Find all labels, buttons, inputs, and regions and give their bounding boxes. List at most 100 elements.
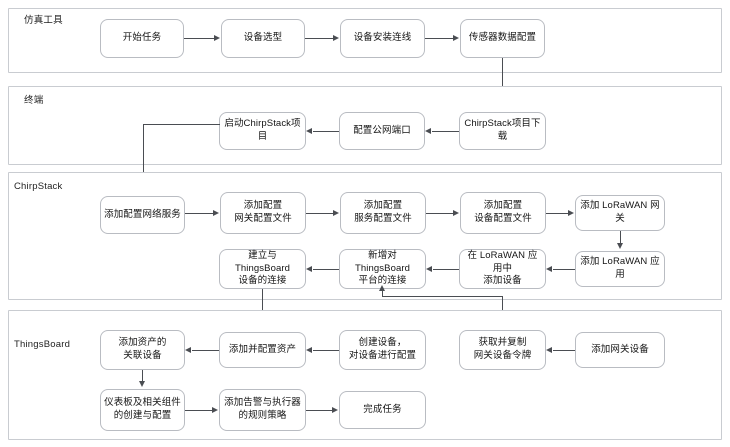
- node-add-device-in-lorawan-app[interactable]: 在 LoRaWAN 应用中 添加设备: [459, 249, 546, 289]
- node-label-line2: 对设备进行配置: [348, 350, 417, 361]
- node-add-network-server-config[interactable]: 添加配置网络服务: [100, 196, 185, 234]
- connector-n5-n8-horizontal: [143, 124, 220, 126]
- node-label-line1: 获取并复制: [478, 337, 527, 349]
- node-label: 传感器数据配置: [468, 32, 537, 44]
- arrowhead-n1-n2: [214, 35, 220, 41]
- connector-n23-n24: [306, 410, 332, 412]
- arrowhead-n15-n16: [306, 266, 312, 272]
- node-add-lorawan-application[interactable]: 添加 LoRaWAN 应用: [575, 251, 665, 287]
- node-chirpstack-project-download[interactable]: ChirpStack项目下载: [459, 112, 546, 150]
- connector-n20-n21: [192, 350, 219, 352]
- connector-n18-n15-v2: [382, 291, 384, 297]
- connector-n14-n15: [433, 269, 459, 271]
- node-add-alarm-actuator-rules[interactable]: 添加告警与执行器 的规则策略: [219, 389, 306, 431]
- node-start-chirpstack-project[interactable]: 启动ChirpStack项目: [219, 112, 306, 150]
- node-label: 添加 LoRaWAN 网关: [580, 200, 660, 224]
- arrowhead-n21-n22: [139, 381, 145, 387]
- connector-n18-n15-h: [382, 296, 503, 298]
- arrowhead-n13-n14: [546, 266, 552, 272]
- node-add-thingsboard-platform-connection[interactable]: 新增对ThingsBoard 平台的连接: [339, 249, 426, 289]
- connector-n6-n5: [313, 131, 339, 133]
- node-label-line1: 添加资产的: [118, 337, 167, 349]
- connector-n10-n11: [426, 213, 453, 215]
- node-label: 添加 LoRaWAN 应用: [580, 256, 660, 280]
- arrowhead-n2-n3: [333, 35, 339, 41]
- node-label-line2: 网关设备令牌: [473, 350, 532, 361]
- node-label: 开始任务: [122, 32, 162, 44]
- connector-n1-n2: [184, 38, 214, 40]
- node-label-line2: 关联设备: [123, 350, 162, 361]
- node-add-gateway-device[interactable]: 添加网关设备: [575, 332, 665, 368]
- node-label-line2: 设备配置文件: [474, 213, 532, 224]
- lane-label-simulation: 仿真工具: [24, 15, 63, 26]
- connector-n2-n3: [305, 38, 333, 40]
- node-create-and-configure-device[interactable]: 创建设备， 对设备进行配置: [339, 330, 426, 370]
- arrowhead-n17-n18: [546, 347, 552, 353]
- node-label-line1: 添加配置: [363, 200, 403, 212]
- node-label: ChirpStack项目下载: [464, 118, 541, 142]
- node-label: 添加并配置资产: [228, 343, 297, 355]
- node-add-gateway-profile[interactable]: 添加配置 网关配置文件: [220, 192, 306, 234]
- arrowhead-n14-n15: [426, 266, 432, 272]
- node-label-line2: 添加设备: [483, 275, 522, 287]
- node-add-and-configure-asset[interactable]: 添加并配置资产: [219, 332, 306, 368]
- connector-n5-n8-vertical: [143, 124, 145, 189]
- node-label: 设备安装连线: [353, 32, 412, 44]
- connector-n9-n10: [306, 213, 333, 215]
- arrowhead-n6-n5: [306, 128, 312, 134]
- connector-n12-n13: [620, 231, 622, 244]
- node-configure-public-port[interactable]: 配置公网端口: [339, 112, 425, 150]
- connector-n22-n23: [185, 410, 212, 412]
- arrowhead-n23-n24: [332, 407, 338, 413]
- node-label-line1: 添加告警与执行器: [224, 397, 301, 409]
- node-create-configure-dashboard[interactable]: 仪表板及相关组件 的创建与配置: [100, 389, 185, 431]
- node-label-line2: 平台的连接: [358, 275, 407, 287]
- node-add-device-profile[interactable]: 添加配置 设备配置文件: [460, 192, 546, 234]
- node-label-line2: 的创建与配置: [113, 410, 172, 421]
- arrowhead-n11-n12: [568, 210, 574, 216]
- connector-n19-n20: [313, 350, 339, 352]
- node-finish-task[interactable]: 完成任务: [339, 391, 426, 429]
- connector-n16-n19-v1: [262, 289, 264, 324]
- node-add-asset-related-device[interactable]: 添加资产的 关联设备: [100, 330, 185, 370]
- connector-n7-n6: [432, 131, 459, 133]
- node-label-line1: 仪表板及相关组件: [104, 397, 181, 409]
- connector-n11-n12: [546, 213, 568, 215]
- arrowhead-n9-n10: [333, 210, 339, 216]
- arrowhead-n19-n20: [306, 347, 312, 353]
- node-add-lorawan-gateway[interactable]: 添加 LoRaWAN 网关: [575, 195, 665, 231]
- connector-n21-n22: [142, 370, 144, 382]
- node-device-selection[interactable]: 设备选型: [221, 19, 305, 58]
- node-add-service-profile[interactable]: 添加配置 服务配置文件: [340, 192, 426, 234]
- node-device-install-wiring[interactable]: 设备安装连线: [340, 19, 425, 58]
- node-label: 完成任务: [363, 403, 402, 415]
- node-label-line1: 在 LoRaWAN 应用中: [467, 250, 538, 274]
- node-label-line2: 服务配置文件: [354, 213, 412, 224]
- node-label-line1: 创建设备，: [358, 337, 407, 349]
- node-label-line1: 建立与ThingsBoard: [235, 250, 290, 274]
- node-establish-thingsboard-device-connection[interactable]: 建立与ThingsBoard 设备的连接: [219, 249, 306, 289]
- arrowhead-n3-n4: [453, 35, 459, 41]
- node-label-line1: 添加配置: [243, 200, 283, 212]
- node-label: 配置公网端口: [353, 124, 411, 136]
- arrowhead-n8-n9: [213, 210, 219, 216]
- lane-label-chirpstack: ChirpStack: [14, 181, 63, 192]
- arrowhead-n18-n15: [379, 285, 385, 291]
- node-sensor-data-config[interactable]: 传感器数据配置: [460, 19, 545, 58]
- arrowhead-n10-n11: [453, 210, 459, 216]
- connector-n17-n18: [553, 350, 575, 352]
- node-start-task[interactable]: 开始任务: [100, 19, 184, 58]
- lane-label-terminal: 终端: [24, 95, 44, 106]
- node-label-line1: 新增对ThingsBoard: [355, 250, 410, 274]
- connector-n8-n9: [185, 213, 213, 215]
- node-label-line1: 添加配置: [483, 200, 523, 212]
- arrowhead-n20-n21: [185, 347, 191, 353]
- node-label: 设备选型: [243, 32, 283, 44]
- node-label-line2: 设备的连接: [238, 275, 287, 287]
- arrowhead-n12-n13: [617, 243, 623, 249]
- lane-label-thingsboard: ThingsBoard: [14, 339, 71, 350]
- node-label: 添加配置网络服务: [104, 208, 181, 220]
- node-label-line2: 网关配置文件: [234, 213, 292, 224]
- node-copy-gateway-device-token[interactable]: 获取并复制 网关设备令牌: [459, 330, 546, 370]
